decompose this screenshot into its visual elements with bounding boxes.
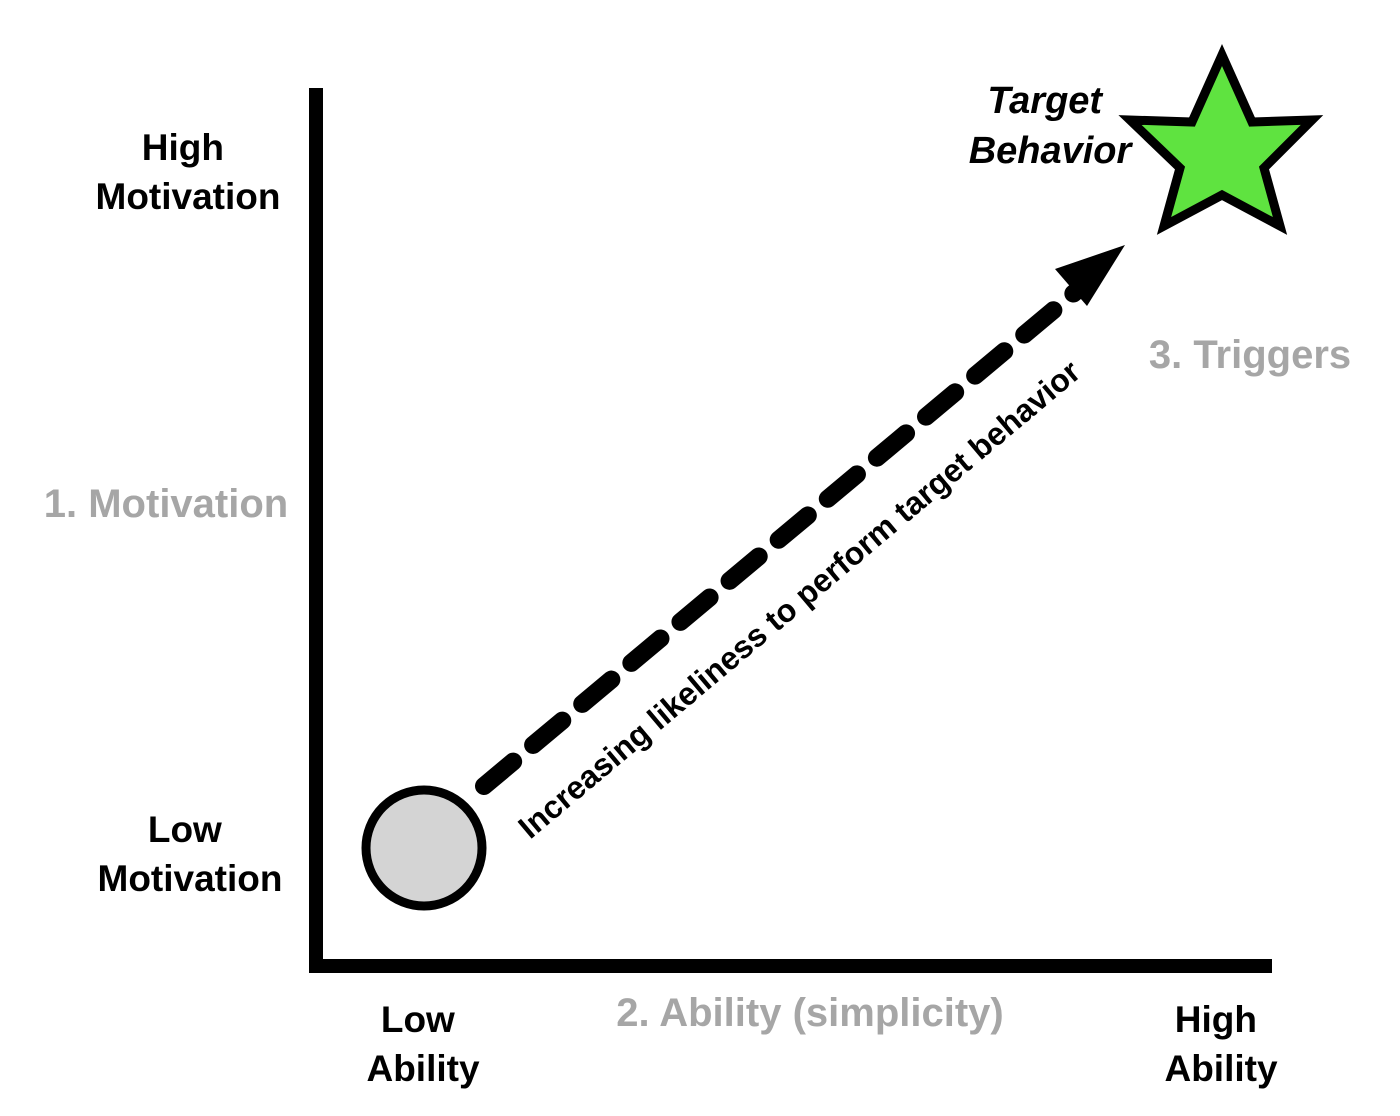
star-icon (1118, 43, 1324, 235)
low-ability-label: Low Ability (366, 999, 479, 1089)
target-behavior-label: Target Behavior (969, 80, 1134, 172)
triggers-label: 3. Triggers (1149, 333, 1351, 377)
low-motivation-label: Low Motivation (98, 809, 283, 899)
dashed-arrow-line (475, 279, 1089, 795)
high-ability-label: High Ability (1164, 999, 1277, 1089)
circle-icon (361, 785, 487, 911)
high-motivation-label: High Motivation (96, 127, 281, 217)
arrow-head-icon (1055, 245, 1125, 306)
motivation-axis-title: 1. Motivation (44, 482, 288, 526)
arrow-label: Increasing likeliness to perform target … (511, 353, 1087, 845)
ability-axis-title: 2. Ability (simplicity) (616, 991, 1003, 1035)
